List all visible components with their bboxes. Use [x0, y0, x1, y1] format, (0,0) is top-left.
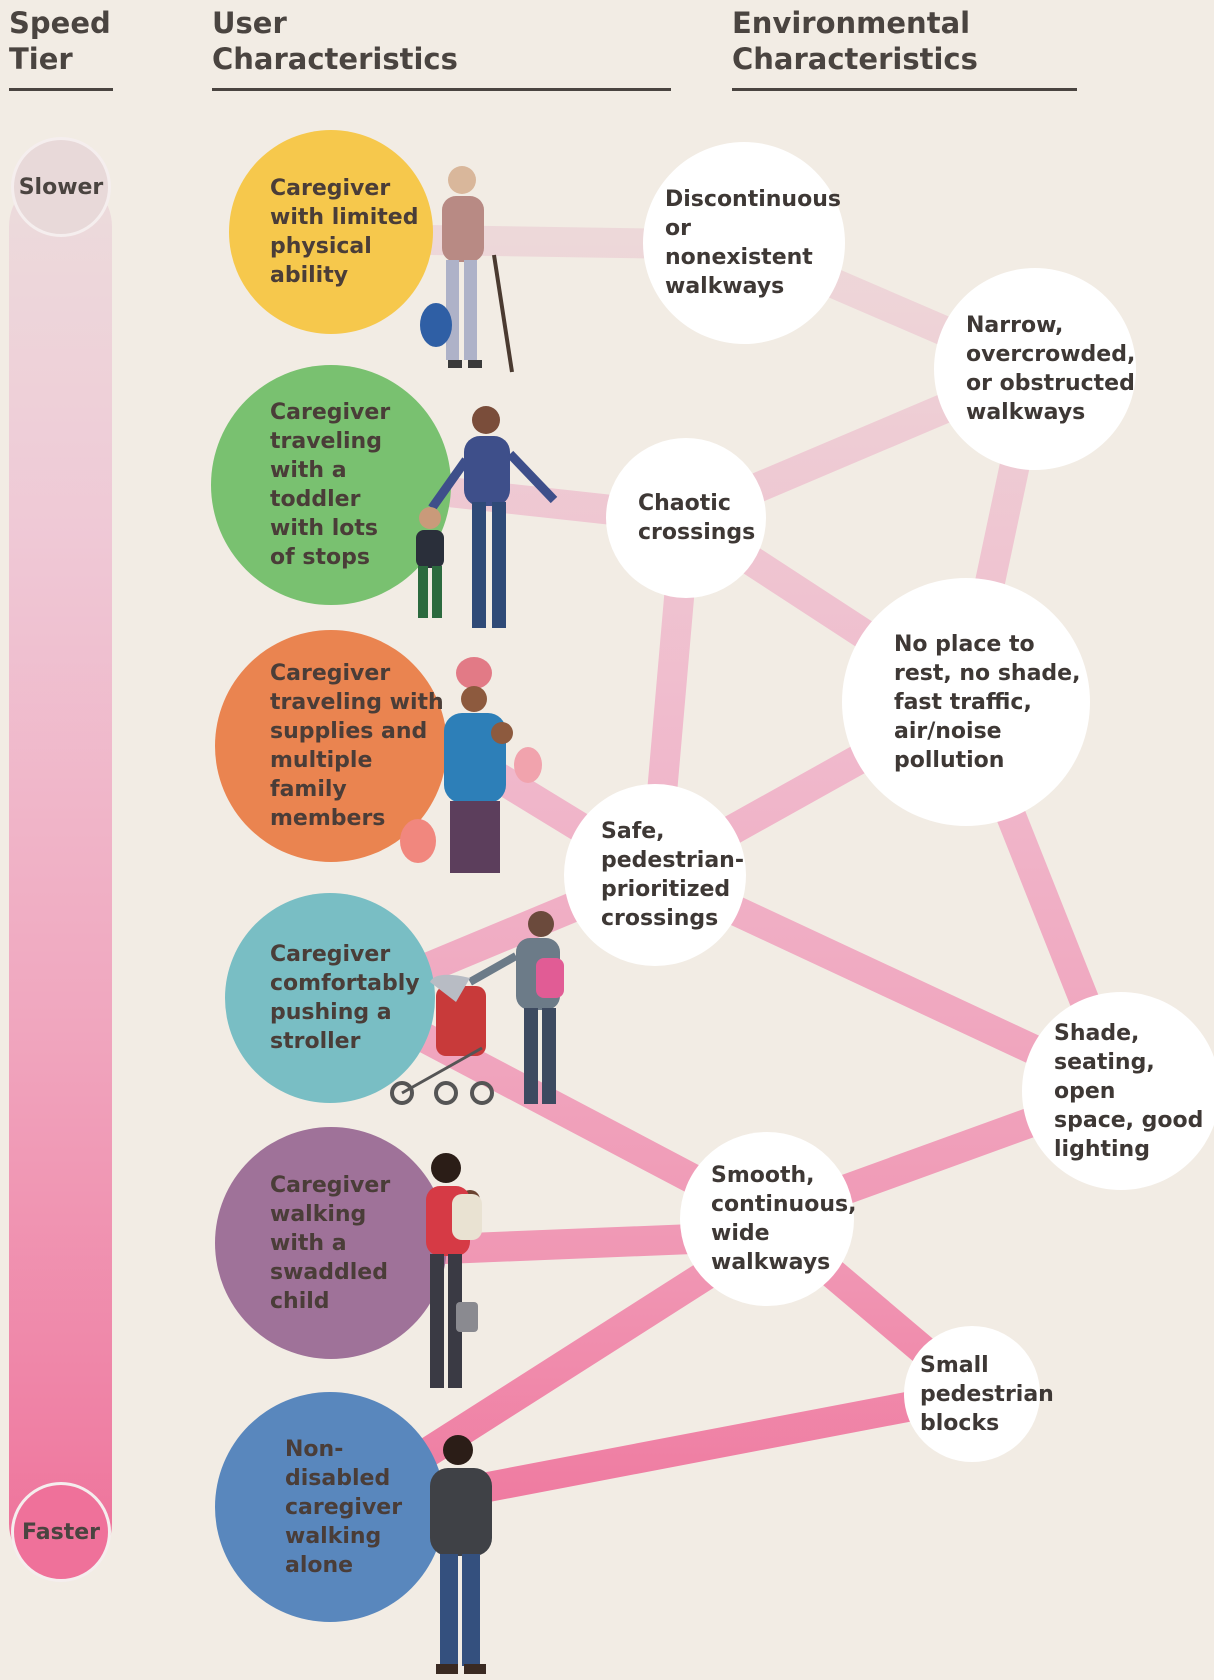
tier-faster: Faster [11, 1482, 111, 1582]
man-walking-alone-image [430, 1435, 492, 1674]
env-chaotic: Chaotic crossings [606, 438, 766, 598]
environmental-characteristics-header: Environmental Characteristics [732, 6, 978, 76]
user-supplies-label: Caregiver traveling with supplies and mu… [270, 661, 444, 831]
link-alone-blocks [417, 1379, 978, 1515]
env-small-blocks: Small pedestrian blocks [904, 1326, 1054, 1462]
env-safe-crossings-label: Safe, pedestrian- prioritized crossings [601, 819, 744, 931]
user-alone-label: Non- disabled caregiver walking alone [285, 1436, 403, 1578]
tier-slower: Slower [11, 137, 111, 237]
user-swaddled-label: Caregiver walking with a swaddled child [270, 1172, 391, 1314]
user-toddler-label: Caregiver traveling with a toddler with … [270, 400, 391, 570]
env-no-rest: No place to rest, no shade, fast traffic… [842, 578, 1090, 826]
user-characteristics-header: User Characteristics [212, 6, 458, 76]
user-characteristics-rule [212, 88, 671, 91]
user-limited-ability: Caregiver with limited physical ability [229, 130, 433, 334]
caregiver-with-toddler-image [416, 406, 558, 628]
env-shade-seating-label: Shade, seating, open space, good lightin… [1054, 1020, 1204, 1162]
env-narrow-label: Narrow, overcrowded, or obstructed walkw… [966, 313, 1136, 425]
user-toddler: Caregiver traveling with a toddler with … [211, 365, 451, 605]
env-discontinuous-label: Discontinuous or nonexistent walkways [665, 187, 841, 299]
environmental-characteristics-rule [732, 88, 1077, 91]
user-limited-ability-label: Caregiver with limited physical ability [270, 176, 419, 288]
env-discontinuous: Discontinuous or nonexistent walkways [643, 142, 845, 344]
env-smooth-walkways: Smooth, continuous, wide walkways [680, 1132, 857, 1306]
env-smooth-walkways-label: Smooth, continuous, wide walkways [711, 1163, 857, 1275]
env-shade-seating: Shade, seating, open space, good lightin… [1022, 992, 1214, 1190]
user-swaddled: Caregiver walking with a swaddled child [215, 1127, 447, 1359]
env-no-rest-label: No place to rest, no shade, fast traffic… [894, 631, 1081, 773]
caregiver-with-swaddled-child-image [426, 1153, 482, 1388]
speed-gradient-bar [9, 175, 112, 1575]
user-alone: Non- disabled caregiver walking alone [215, 1392, 445, 1622]
speed-tier-rule [9, 88, 113, 91]
speed-tier-header: Speed Tier [9, 6, 111, 76]
env-small-blocks-label: Small pedestrian blocks [920, 1352, 1054, 1436]
elderly-person-with-cane-image [420, 166, 514, 373]
caregiver-with-supplies-image [400, 657, 542, 873]
env-narrow: Narrow, overcrowded, or obstructed walkw… [934, 268, 1136, 470]
env-safe-crossings: Safe, pedestrian- prioritized crossings [564, 784, 746, 966]
user-stroller: Caregiver comfortably pushing a stroller [225, 893, 435, 1103]
user-stroller-label: Caregiver comfortably pushing a stroller [270, 942, 420, 1054]
caregiver-pushing-stroller-image [390, 911, 564, 1105]
env-chaotic-label: Chaotic crossings [638, 491, 756, 545]
